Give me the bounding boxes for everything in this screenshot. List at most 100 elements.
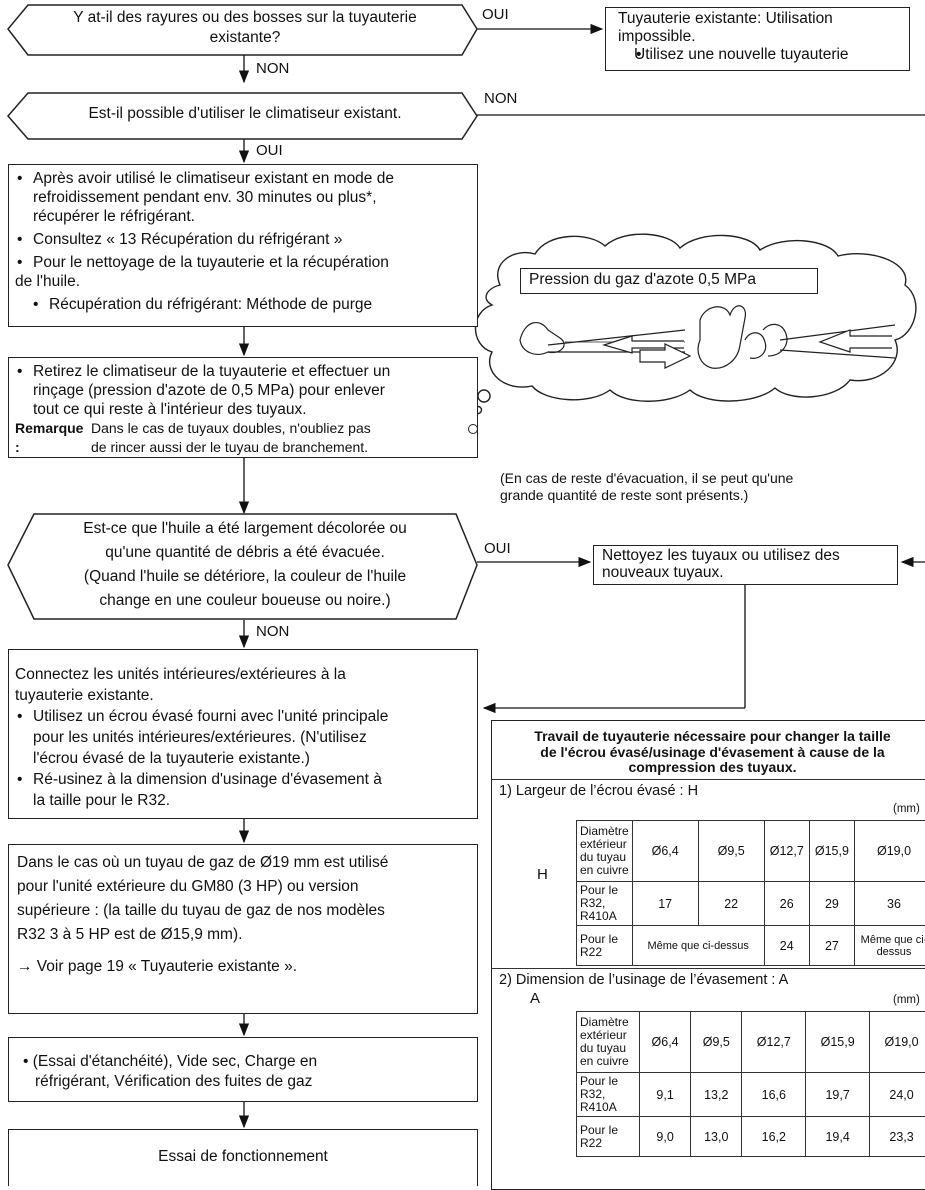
- decision-oil-discolored: Est-ce que l'huile a été largement décol…: [36, 517, 454, 613]
- section1-title: 1) Largeur de l’écrou évasé : H: [499, 783, 698, 799]
- no-label: NON: [256, 60, 289, 77]
- no-label-3: NON: [256, 623, 289, 640]
- remark-l1: Dans le cas de tuyaux doubles, n'oubliez…: [91, 419, 371, 438]
- rinse-remark: Remarque : Dans le cas de tuyaux doubles…: [15, 419, 471, 457]
- table1-row-r32: Pour le R32, R410A 17 22 26 29 36: [577, 882, 925, 926]
- q3-l2: qu'une quantité de débris a été évacuée.: [36, 541, 454, 565]
- unusable-line2: impossible.: [618, 28, 897, 46]
- box-leak-test: • (Essai d'étanchéité), Vide sec, Charge…: [8, 1037, 478, 1102]
- rinse-l1: Retirez le climatiseur de la tuyauterie …: [33, 362, 471, 381]
- t1-h2: Ø9,5: [698, 821, 764, 882]
- t1-h5: Ø19,0: [855, 821, 925, 882]
- t2-r1-1: 9,1: [640, 1073, 691, 1117]
- unusable-line1: Tuyauterie existante: Utilisation: [618, 10, 897, 28]
- box-rinse: Retirez le climatiseur de la tuyauterie …: [8, 357, 478, 458]
- gas-l3: supérieure : (la taille du tuyau de gaz …: [17, 899, 469, 923]
- gas-see-page: → Voir page 19 « Tuyauterie existante ».: [17, 955, 469, 979]
- t1-r2-3: 27: [809, 926, 854, 966]
- gas-l4: R32 3 à 5 HP est de Ø15,9 mm).: [17, 923, 469, 947]
- clean-l2: nouveaux tuyaux.: [602, 564, 889, 581]
- recovery-bullet-3: Pour le nettoyage de la tuyauterie et la…: [15, 253, 471, 291]
- t2-h3: Ø12,7: [742, 1012, 806, 1073]
- t1-h0: Diamètre extérieur du tuyau en cuivre: [577, 821, 633, 882]
- box-test-run: Essai de fonctionnement: [8, 1129, 478, 1186]
- rec-b1-l2: refroidissement pendant env. 30 minutes …: [33, 188, 471, 207]
- t2-r1-2: 13,2: [691, 1073, 742, 1117]
- small-circle-icon: [468, 424, 478, 434]
- test-l2: réfrigérant, Vérification des fuites de …: [23, 1072, 463, 1092]
- t2-r1-0: Pour le R32, R410A: [577, 1073, 640, 1117]
- table2-row-r22: Pour le R22 9,0 13,0 16,2 19,4 23,3: [577, 1117, 925, 1157]
- section2-unit: (mm): [893, 994, 920, 1006]
- residue-note: (En cas de reste d'évacuation, il se peu…: [500, 470, 793, 504]
- rec-b3-l2: de l'huile.: [15, 272, 471, 291]
- t2-r2-0: Pour le R22: [577, 1117, 640, 1157]
- t2-h4: Ø15,9: [806, 1012, 870, 1073]
- yes-label-2: OUI: [256, 142, 283, 159]
- panel-title-l1: Travail de tuyauterie nécessaire pour ch…: [495, 729, 925, 745]
- section1-unit: (mm): [893, 803, 920, 815]
- connect-b1-l3: l'écrou évasé de la tuyauterie existante…: [33, 748, 471, 769]
- t2-r2-2: 13,0: [691, 1117, 742, 1157]
- t1-r2-1: Même que ci-dessus: [632, 926, 764, 966]
- box-gas-pipe: Dans le cas où un tuyau de gaz de Ø19 mm…: [8, 844, 478, 1014]
- t1-r1-3: 26: [764, 882, 809, 926]
- remark-label: Remarque :: [15, 419, 91, 457]
- rinse-bullet: Retirez le climatiseur de la tuyauterie …: [15, 362, 471, 419]
- rec-b4: Récupération du réfrigérant: Méthode de …: [49, 296, 372, 313]
- gas-l2: pour l'unité extérieure du GM80 (3 HP) o…: [17, 875, 469, 899]
- rinse-l3: tout ce qui reste à l'intérieur des tuya…: [33, 400, 471, 419]
- table-nut-width: Diamètre extérieur du tuyau en cuivre Ø6…: [576, 820, 925, 966]
- t2-h0: Diamètre extérieur du tuyau en cuivre: [577, 1012, 640, 1073]
- box-connect-units: Connectez les unités intérieures/extérie…: [8, 649, 478, 819]
- connect-bullet-1: Utilisez un écrou évasé fourni avec l'un…: [15, 706, 471, 769]
- gas-l1: Dans le cas où un tuyau de gaz de Ø19 mm…: [17, 851, 469, 875]
- t1-r1-1: 17: [632, 882, 698, 926]
- no-label-2: NON: [484, 90, 517, 107]
- box-clean-pipes: Nettoyez les tuyaux ou utilisez des nouv…: [593, 545, 898, 585]
- panel-title-l3: compression des tuyaux.: [495, 760, 925, 776]
- flare-dimension-label: A: [530, 990, 540, 1007]
- t2-r1-4: 19,7: [806, 1073, 870, 1117]
- t1-r1-5: 36: [855, 882, 925, 926]
- residue-l1: (En cas de reste d'évacuation, il se peu…: [500, 470, 793, 487]
- recovery-bullet-2: Consultez « 13 Récupération du réfrigéra…: [15, 230, 471, 249]
- rinse-l2: rinçage (pression d'azote de 0,5 MPa) po…: [33, 381, 471, 400]
- recovery-bullet-4: Récupération du réfrigérant: Méthode de …: [15, 295, 471, 314]
- box-piping-unusable: Tuyauterie existante: Utilisation imposs…: [605, 7, 910, 71]
- t1-r1-2: 22: [698, 882, 764, 926]
- decision-scratches-line2: existante?: [30, 28, 460, 48]
- rec-b1-l1: Après avoir utilisé le climatiseur exist…: [33, 169, 471, 188]
- recovery-bullet-1: Après avoir utilisé le climatiseur exist…: [15, 169, 471, 226]
- connect-bullet-2: Ré-usinez à la dimension d'usinage d'éva…: [15, 769, 471, 811]
- unusable-bullet-text: Utilisez une nouvelle tuyauterie: [634, 46, 849, 63]
- panel-title-l2: de l'écrou évasé/usinage d'évasement à c…: [495, 745, 925, 761]
- decision-scratches-line1: Y at-il des rayures ou des bosses sur la…: [30, 8, 460, 28]
- rec-b2: Consultez « 13 Récupération du réfrigéra…: [33, 231, 342, 248]
- remark-l2: de rincer aussi der le tuyau de branchem…: [91, 438, 371, 457]
- t1-h1: Ø6,4: [632, 821, 698, 882]
- table1-header-row: Diamètre extérieur du tuyau en cuivre Ø6…: [577, 821, 925, 882]
- connect-b1-l1: Utilisez un écrou évasé fourni avec l'un…: [33, 706, 471, 727]
- decision-reuse-ac: Est-il possible d'utiliser le climatiseu…: [30, 105, 460, 123]
- table2-header-row: Diamètre extérieur du tuyau en cuivre Ø6…: [577, 1012, 925, 1073]
- cloud-label: Pression du gaz d'azote 0,5 MPa: [520, 268, 818, 294]
- t2-r2-3: 16,2: [742, 1117, 806, 1157]
- connect-b2-l2: la taille pour le R32.: [33, 790, 471, 811]
- t1-r1-4: 29: [809, 882, 854, 926]
- t1-r1-0: Pour le R32, R410A: [577, 882, 633, 926]
- t2-r2-5: 23,3: [870, 1117, 925, 1157]
- clean-l1: Nettoyez les tuyaux ou utilisez des: [602, 547, 889, 564]
- t2-h2: Ø9,5: [691, 1012, 742, 1073]
- t1-h3: Ø12,7: [764, 821, 809, 882]
- remark-text: Dans le cas de tuyaux doubles, n'oubliez…: [91, 419, 371, 457]
- t1-r2-2: 24: [764, 926, 809, 966]
- t2-h5: Ø19,0: [870, 1012, 925, 1073]
- t2-r1-5: 24,0: [870, 1073, 925, 1117]
- yes-label-3: OUI: [484, 540, 511, 557]
- box-refrigerant-recovery: Après avoir utilisé le climatiseur exist…: [8, 164, 478, 327]
- connect-b1-l2: pour les unités intérieures/extérieures.…: [33, 727, 471, 748]
- t2-r1-3: 16,6: [742, 1073, 806, 1117]
- connect-intro-l2: tuyauterie existante.: [15, 685, 471, 706]
- yes-label: OUI: [482, 6, 509, 23]
